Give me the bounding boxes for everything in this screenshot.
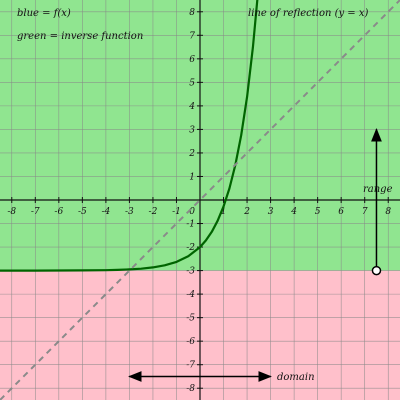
annotation-arrows [128,128,382,382]
y-tick-label: -2 [186,243,195,253]
y-tick-label: 3 [189,125,195,135]
y-tick-label: -3 [186,267,195,277]
y-tick-label: 6 [189,55,195,65]
y-tick-label: 4 [188,102,195,112]
x-tick-label: 1 [221,207,227,217]
x-tick-label: -5 [78,207,87,217]
y-tick-label: 7 [189,31,195,41]
y-tick-label: -6 [186,337,195,347]
origin-label: 0 [189,207,195,217]
open-circle-endpoint [371,265,382,276]
x-tick-label: 5 [315,207,321,217]
reflection-line-label: line of reflection (y = x) [248,8,369,19]
x-tick-label: 3 [268,207,274,217]
range-label: range [363,184,393,195]
y-tick-label: -1 [186,220,195,230]
y-tick-label: -5 [186,314,195,324]
x-tick-label: -3 [125,207,134,217]
y-tick-label: 1 [189,172,195,182]
x-tick-label: -2 [149,207,158,217]
y-tick-label: 8 [189,8,195,18]
x-tick-label: -1 [172,207,181,217]
x-tick-label: -4 [101,207,110,217]
x-tick-label: -7 [31,207,40,217]
x-tick-label: 2 [243,207,250,217]
x-tick-label: 8 [385,207,391,217]
domain-label: domain [277,372,315,383]
y-tick-label: -8 [186,384,195,394]
y-tick-label: 2 [188,149,195,159]
x-tick-label: 6 [338,207,344,217]
y-tick-label: -4 [186,290,195,300]
tick-labels: -8 -7 -6 -5 -4 -3 -2 -1 1 2 3 4 5 6 7 8 -8 -7 -6 -5 -4 -3 -2 -1… [7,8,391,394]
x-tick-label: 7 [362,207,368,217]
inverse-function-curve [0,0,259,272]
legend-blue-label: blue = f(x) [17,8,71,19]
x-tick-label: -8 [7,207,16,217]
y-tick-label: -7 [186,361,195,371]
legend-green-label: green = inverse function [17,31,143,42]
x-tick-label: -6 [54,207,63,217]
y-tick-label: 5 [189,78,195,88]
x-tick-label: 4 [290,207,297,217]
